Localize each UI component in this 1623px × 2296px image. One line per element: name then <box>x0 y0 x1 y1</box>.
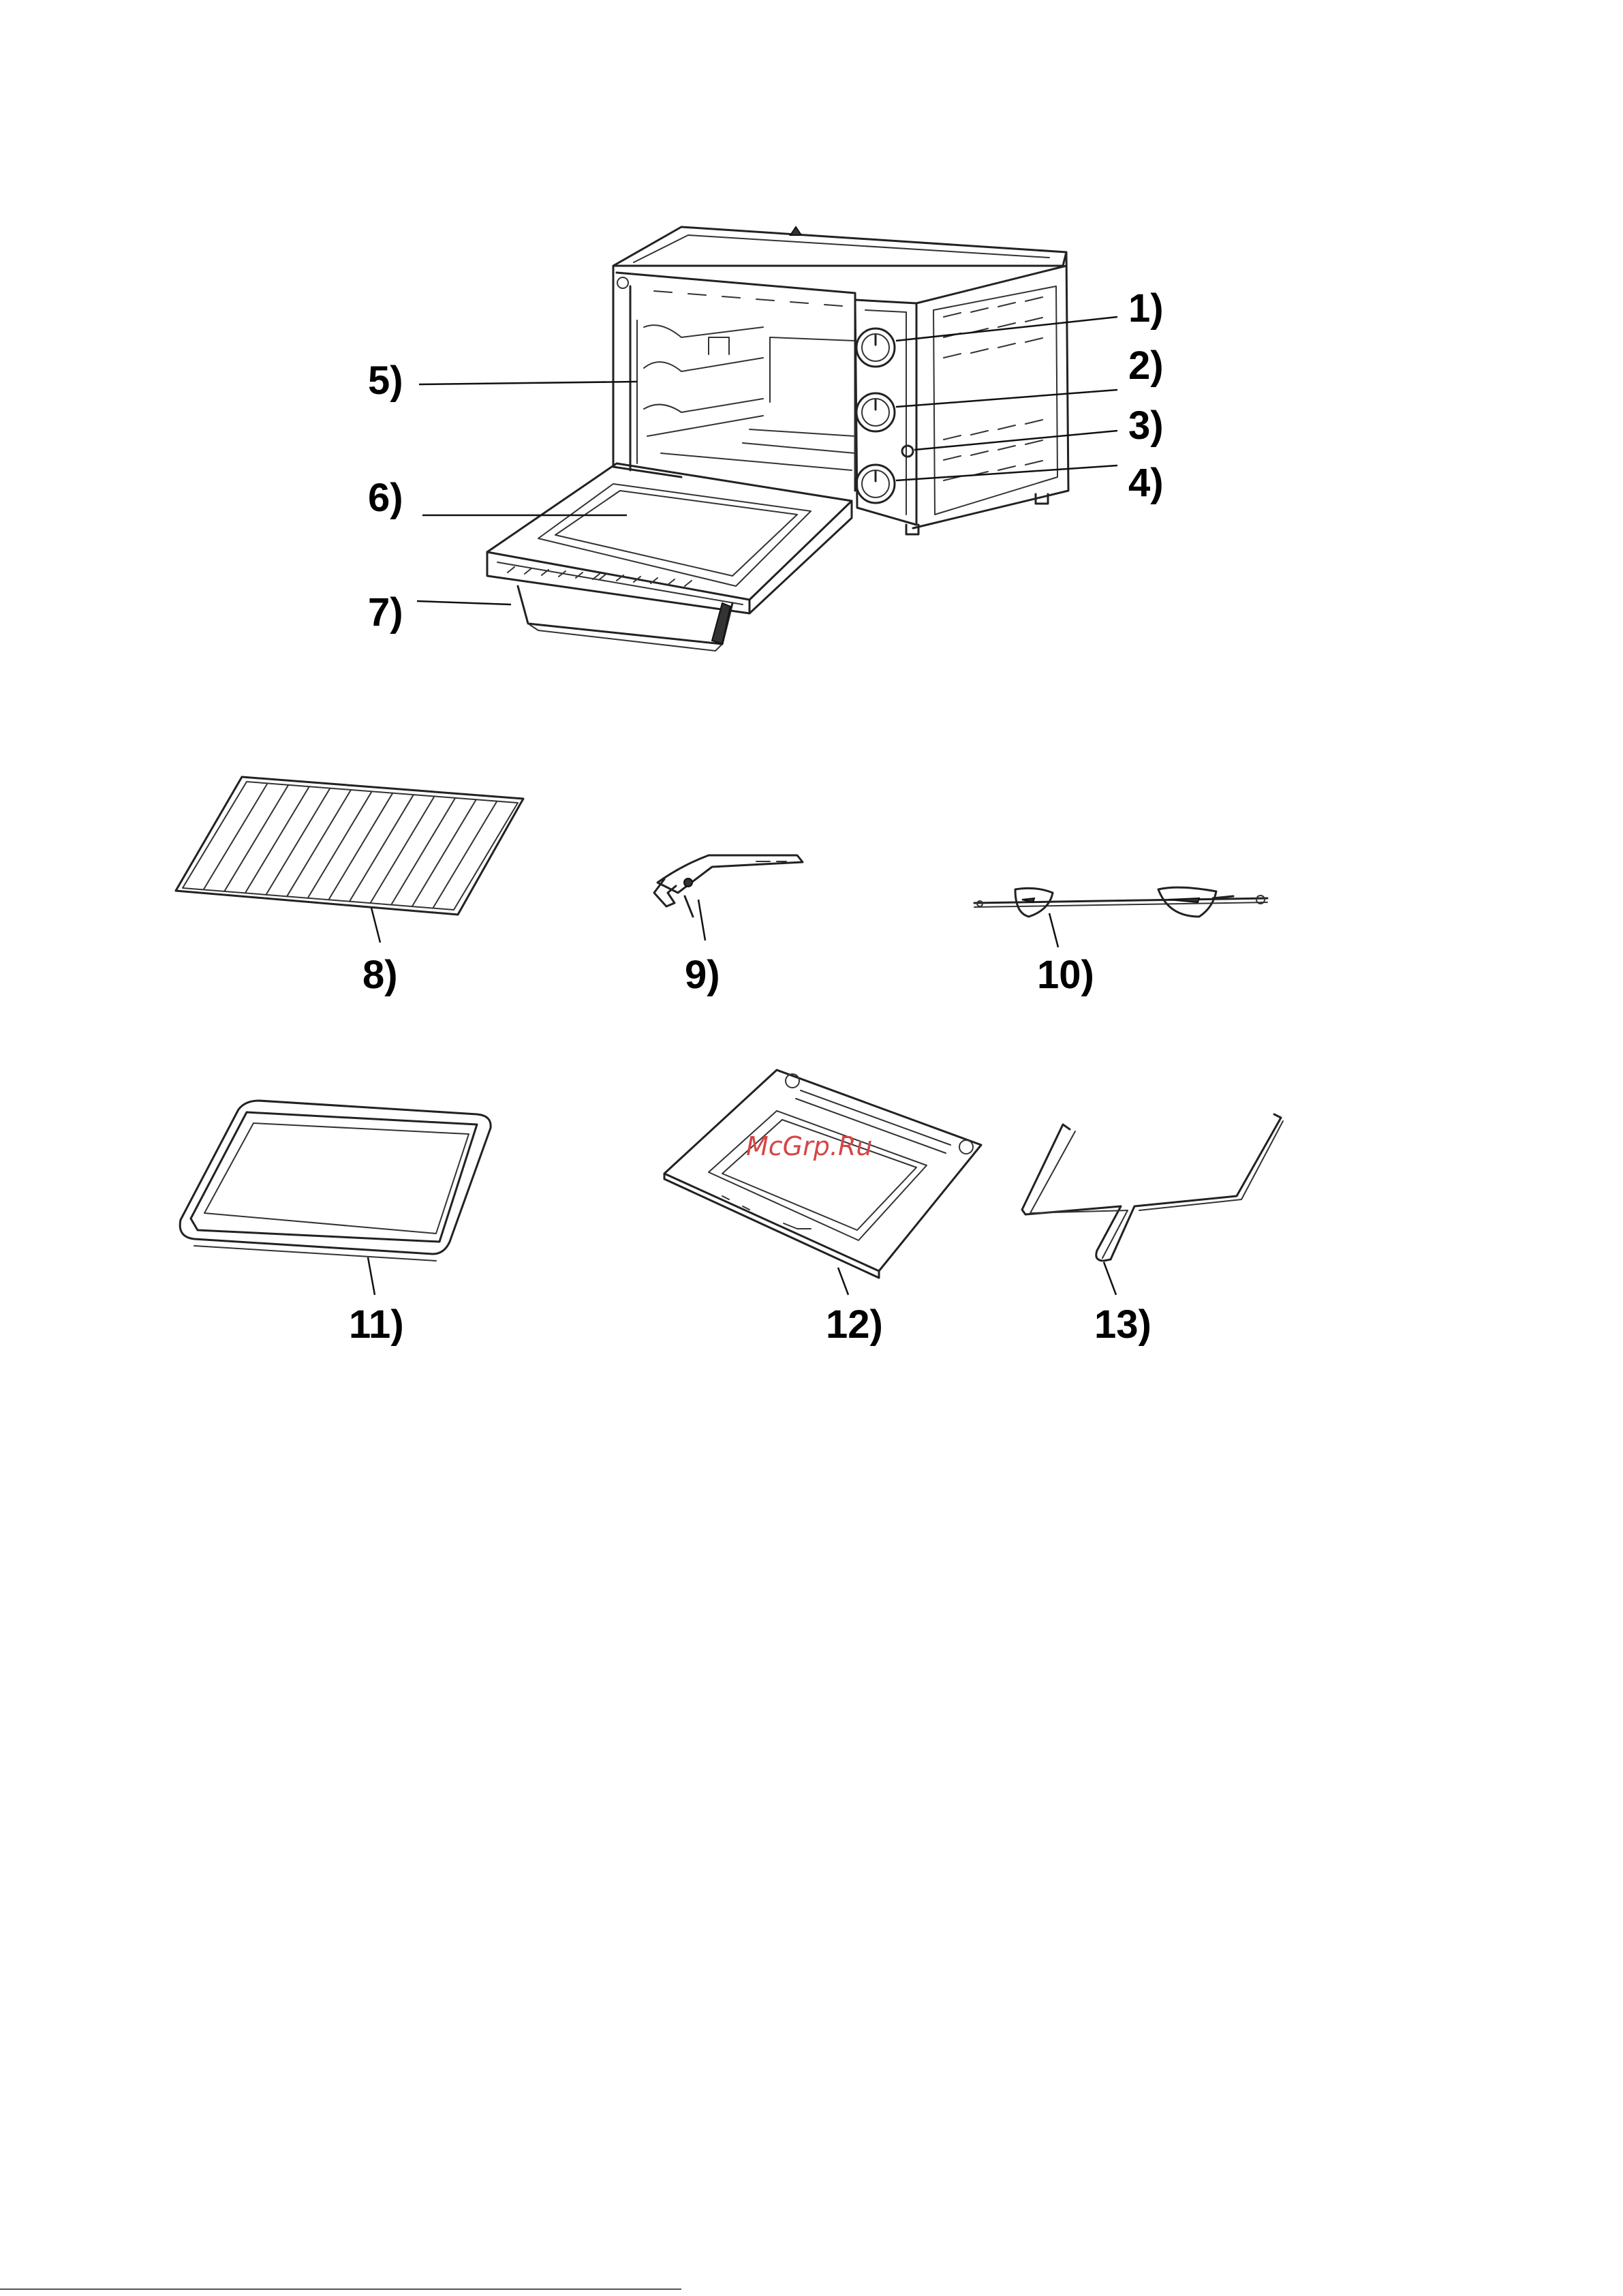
label-12: 12) <box>826 1305 883 1345</box>
label-4: 4) <box>1128 463 1164 503</box>
oven-leader-lines <box>417 317 1117 604</box>
label-13: 13) <box>1094 1305 1151 1345</box>
baking-tray-illustration <box>180 1101 491 1295</box>
indicator-light-icon <box>902 446 913 457</box>
label-8: 8) <box>362 955 398 995</box>
oven-illustration <box>487 227 1068 651</box>
knob-1-icon <box>856 328 895 367</box>
tray-handle-illustration <box>1022 1114 1283 1295</box>
label-3: 3) <box>1128 406 1164 446</box>
watermark: McGrp.Ru <box>746 1131 872 1161</box>
label-10: 10) <box>1037 955 1094 995</box>
label-11: 11) <box>349 1305 404 1345</box>
footer-divider <box>0 2289 681 2290</box>
label-2: 2) <box>1128 346 1164 386</box>
rotisserie-handle-illustration <box>654 855 803 940</box>
label-5: 5) <box>368 361 403 401</box>
label-6: 6) <box>368 478 403 518</box>
knob-3-icon <box>856 465 895 503</box>
rotisserie-spit-illustration <box>974 887 1267 947</box>
knob-2-icon <box>856 393 895 431</box>
label-9: 9) <box>685 955 720 995</box>
wire-rack-illustration <box>176 777 523 943</box>
label-7: 7) <box>368 593 403 632</box>
label-1: 1) <box>1128 289 1164 328</box>
crumb-tray-illustration <box>664 1070 981 1295</box>
